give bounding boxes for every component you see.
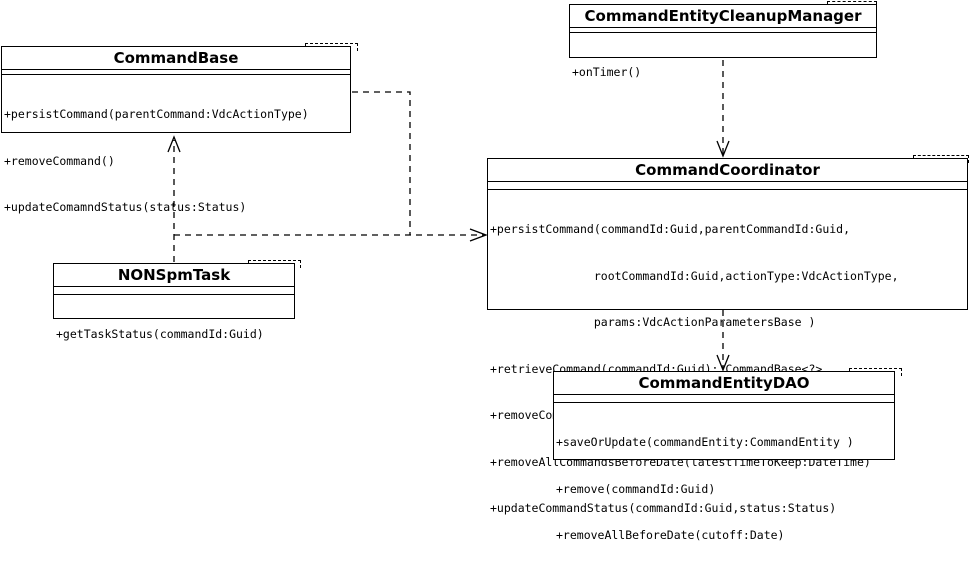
class-nonspmtask: NONSpmTask +getTaskStatus(commandId:Guid…: [53, 263, 295, 341]
operation: +onTimer(): [572, 65, 642, 79]
dependency-connectors: [167, 60, 730, 372]
class-name: NONSpmTask: [54, 264, 294, 287]
operation: rootCommandId:Guid,actionType:VdcActionT…: [490, 268, 899, 283]
operation: +removeCommand(): [4, 153, 115, 168]
arrowhead-to-commandbase: [167, 135, 181, 153]
operation: +saveOrUpdate(commandEntity:CommandEntit…: [556, 435, 854, 449]
attributes-compartment: [2, 70, 350, 75]
class-name: CommandCoordinator: [488, 159, 967, 182]
operation: +remove(commandId:Guid): [556, 481, 716, 496]
arrowhead-to-dao: [716, 354, 730, 372]
operation: +persistCommand(commandId:Guid,parentCom…: [490, 222, 851, 236]
class-commandcoordinator: CommandCoordinator +persistCommand(comma…: [487, 158, 968, 515]
class-commandentitycleanupmanager: CommandEntityCleanupManager +onTimer(): [569, 4, 877, 79]
operations-compartment: +getTaskStatus(commandId:Guid): [54, 295, 294, 375]
class-name: CommandEntityCleanupManager: [570, 5, 876, 28]
operation: +removeAllBeforeDate(cutoff:Date): [556, 528, 785, 542]
operation: +getTaskStatus(commandId:Guid): [56, 327, 264, 341]
attributes-compartment: [54, 287, 294, 295]
class-name: CommandEntityDAO: [554, 372, 894, 395]
attributes-compartment: [554, 395, 894, 403]
arrowhead-to-coordinator-top: [716, 140, 730, 158]
dependency-commandbase-to-coordinator: [352, 91, 411, 235]
operations-compartment: +saveOrUpdate(commandEntity:CommandEntit…: [554, 403, 894, 576]
uml-class-diagram: CommandBase +persistCommand(parentComman…: [1, 1, 969, 542]
class-commandentitydao: CommandEntityDAO +saveOrUpdate(commandEn…: [553, 371, 895, 542]
operation: +persistCommand(parentCommand:VdcActionT…: [4, 107, 309, 121]
operation: params:VdcActionParametersBase ): [490, 315, 816, 329]
arrowhead-to-coordinator-left: [469, 228, 488, 242]
operation: +updateComamndStatus(status:Status): [4, 200, 247, 214]
attributes-compartment: [488, 182, 967, 190]
operations-compartment: +onTimer(): [570, 33, 876, 113]
class-commandbase: CommandBase +persistCommand(parentComman…: [1, 46, 351, 214]
class-name: CommandBase: [2, 47, 350, 70]
attributes-compartment: [570, 28, 876, 33]
operations-compartment: +persistCommand(parentCommand:VdcActionT…: [2, 75, 350, 248]
